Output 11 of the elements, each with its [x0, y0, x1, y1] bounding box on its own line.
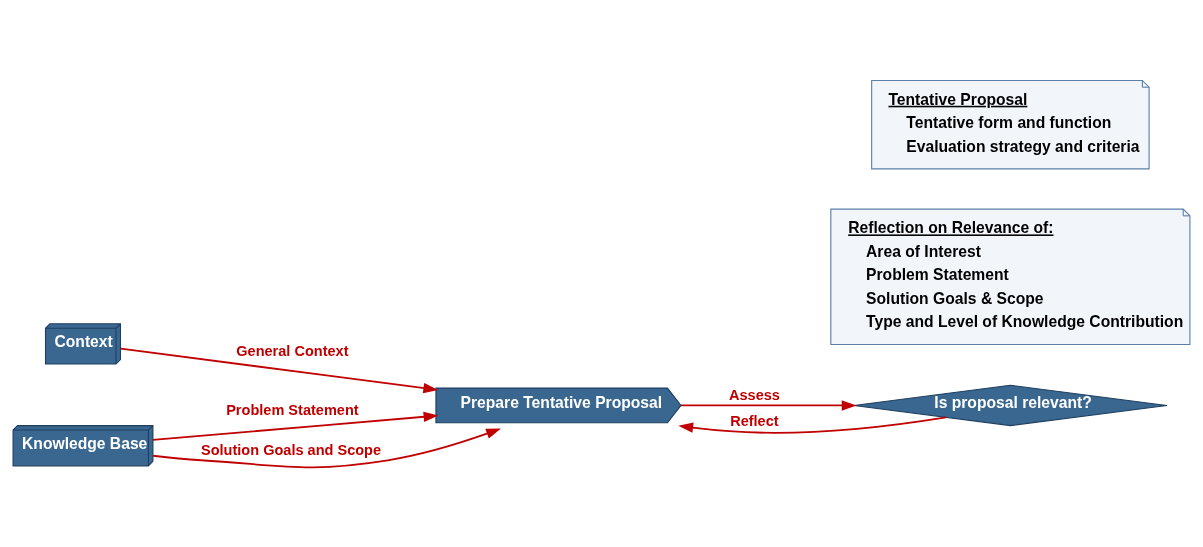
arrow — [119, 347, 439, 393]
edge-label: Reflect — [730, 412, 779, 429]
edge-label: Assess — [729, 386, 780, 403]
edge-label: Solution Goals and Scope — [201, 441, 382, 458]
edge-label: General Context — [236, 342, 349, 359]
edge-label: Problem Statement — [226, 401, 359, 418]
arrow — [152, 411, 439, 441]
arrow — [680, 399, 857, 411]
arrow — [152, 428, 501, 468]
arrow — [678, 415, 947, 434]
node-diamond: Is proposal relevant? — [853, 384, 1168, 426]
